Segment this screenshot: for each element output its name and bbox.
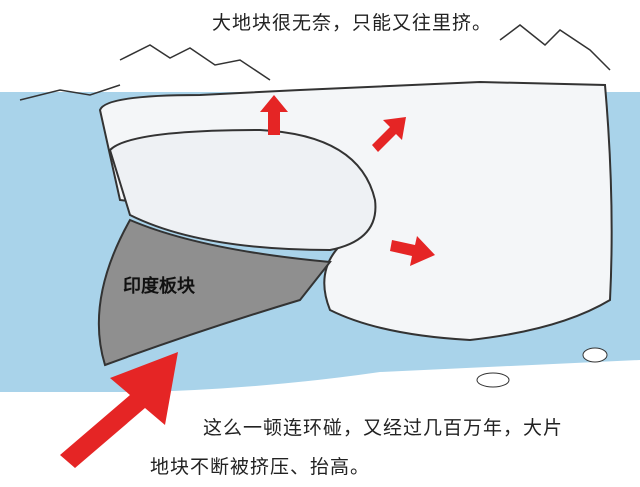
caption-bottom-line1: 这么一顿连环碰，又经过几百万年，大片 bbox=[203, 417, 564, 439]
crumpled-block bbox=[108, 128, 377, 252]
mountains bbox=[19, 24, 611, 101]
arrow-up-right-icon bbox=[372, 117, 406, 152]
arrow-big-push-icon bbox=[60, 352, 178, 468]
caption-bottom-line2: 地块不断被挤压、抬高。 bbox=[150, 456, 371, 478]
indian-plate-label: 印度板块 bbox=[123, 276, 195, 297]
arrows bbox=[60, 95, 435, 468]
indian-plate bbox=[97, 218, 332, 367]
rock bbox=[476, 372, 510, 388]
arrow-right-icon bbox=[390, 236, 435, 266]
rock bbox=[582, 347, 608, 363]
caption-top: 大地块很无奈，只能又往里挤。 bbox=[212, 12, 493, 34]
arrow-up-icon bbox=[260, 95, 288, 135]
